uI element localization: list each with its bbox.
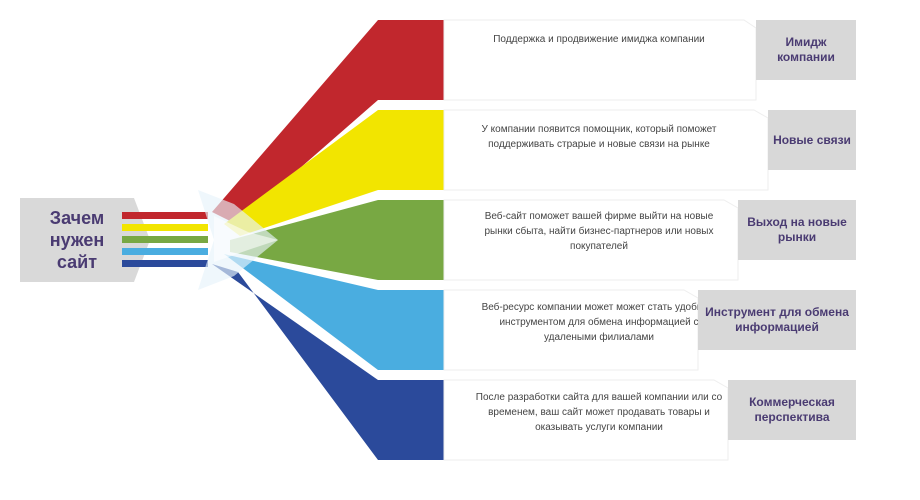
fan-branch-kommerciya xyxy=(212,264,444,460)
stripe-blue xyxy=(122,248,208,255)
center-arrow-box xyxy=(20,198,150,282)
stripe-navy xyxy=(122,260,208,267)
branch-tag: Выход на новые рынки xyxy=(738,200,856,260)
fan-branch-imidzh xyxy=(212,20,444,224)
branch-description: Веб-ресурс компании может может стать уд… xyxy=(481,302,717,343)
stripe-red xyxy=(122,212,208,219)
branch-description: После разработки сайта для вашей компани… xyxy=(475,392,723,433)
stripe-green xyxy=(122,236,208,243)
branch-tag: Имидж компании xyxy=(756,20,856,80)
stripe-yellow xyxy=(122,224,208,231)
branch-description: Веб-сайт поможет вашей фирме выйти на но… xyxy=(484,211,714,252)
branch-description: Поддержка и продвижение имиджа компании xyxy=(493,34,705,45)
center-label: Зачем нужен сайт xyxy=(49,208,105,272)
prism-core xyxy=(214,216,278,262)
fan-branch-instrument xyxy=(224,254,444,370)
branch-description: У компании появится помощник, который по… xyxy=(481,124,717,150)
branch-tag: Коммерческая перспектива xyxy=(728,380,856,440)
branch-tag: Инструмент для обмена информацией xyxy=(698,290,856,350)
fan-branch-rynki xyxy=(230,200,444,280)
fan-branch-svyazi xyxy=(224,110,444,236)
branch-tag: Новые связи xyxy=(768,110,856,170)
